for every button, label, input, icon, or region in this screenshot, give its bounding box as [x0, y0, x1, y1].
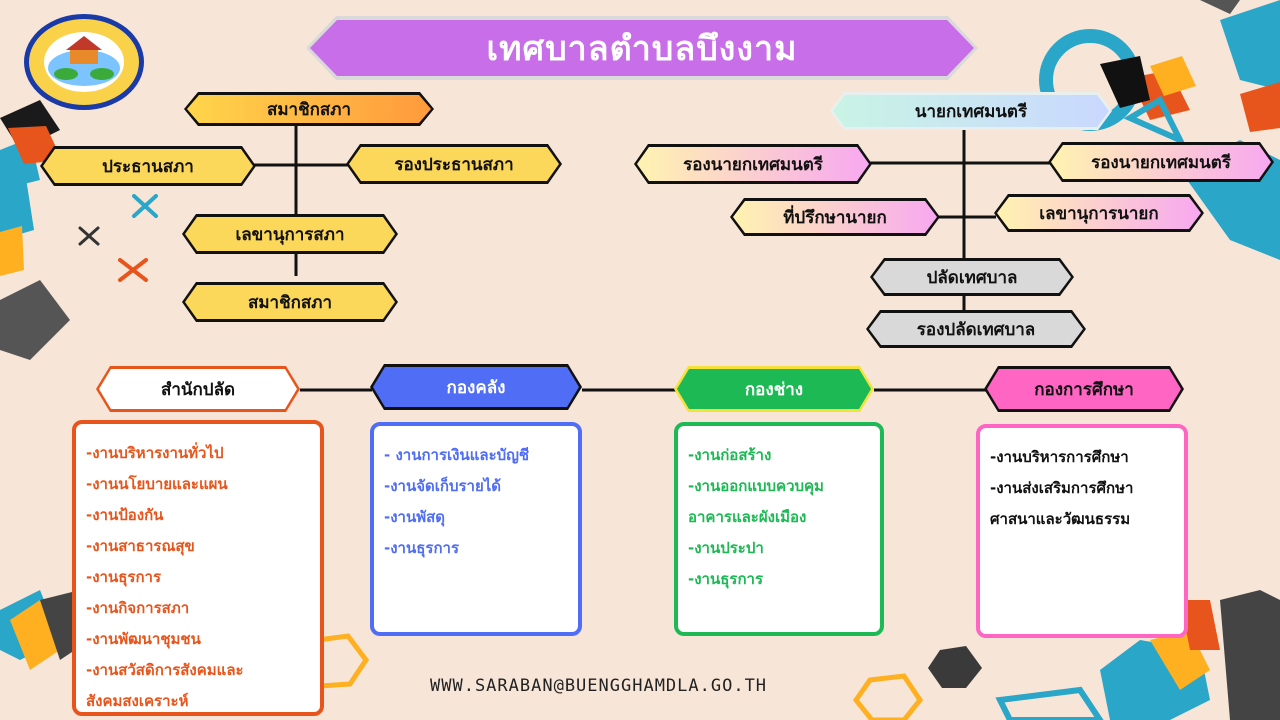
mayor-secretary-label: เลขานุการนายก	[1039, 203, 1159, 224]
dept-header-finance: กองคลัง	[370, 364, 582, 410]
dept-header-education: กองการศึกษา	[984, 366, 1184, 412]
dept-name: กองคลัง	[446, 377, 506, 398]
council-chairman-node: ประธานสภา	[40, 146, 256, 186]
deputy-mayor-left-node: รองนายกเทศมนตรี	[634, 144, 872, 184]
council-chairman-label: ประธานสภา	[102, 156, 194, 177]
list-item: -งานจัดเก็บรายได้	[384, 477, 502, 495]
list-item: -งานธุรการ	[384, 539, 459, 557]
council-secretary-node: เลขานุการสภา	[182, 214, 398, 254]
list-item: อาคารและผังเมือง	[688, 508, 807, 526]
dept-list-office: -งานบริหารงานทั่วไป -งานนโยบายและแผน -งา…	[72, 420, 324, 716]
mayor-label: นายกเทศมนตรี	[914, 101, 1028, 122]
council-head-label: สมาชิกสภา	[266, 99, 352, 120]
list-item: -งานธุรการ	[688, 570, 763, 588]
deputy-mayor-right-label: รองนายกเทศมนตรี	[1091, 152, 1231, 173]
deputy-clerk-label: รองปลัดเทศบาล	[916, 319, 1036, 340]
dept-header-office: สำนักปลัด	[96, 366, 300, 412]
title-banner: เทศบาลตำบลบึงงาม	[306, 16, 978, 80]
list-item: -งานก่อสร้าง	[688, 446, 772, 464]
list-item: สังคมสงเคราะห์	[86, 692, 189, 710]
list-item: -งานออกแบบควบคุม	[688, 477, 824, 495]
list-item: -งานส่งเสริมการศึกษา	[990, 479, 1134, 497]
list-item: -งานประปา	[688, 539, 764, 557]
list-item: -งานนโยบายและแผน	[86, 475, 228, 493]
list-item: -งานสาธารณสุข	[86, 537, 195, 555]
list-item: -งานบริหารงานทั่วไป	[86, 444, 224, 462]
dept-header-engineering: กองช่าง	[674, 366, 874, 412]
list-item: -งานกิจการสภา	[86, 599, 190, 617]
council-secretary-label: เลขานุการสภา	[235, 224, 345, 245]
clerk-node: ปลัดเทศบาล	[870, 258, 1074, 296]
municipality-logo	[24, 14, 144, 110]
deputy-mayor-left-label: รองนายกเทศมนตรี	[683, 154, 823, 175]
dept-name: กองการศึกษา	[1034, 379, 1134, 400]
page-title: เทศบาลตำบลบึงงาม	[486, 29, 798, 69]
deputy-mayor-right-node: รองนายกเทศมนตรี	[1048, 142, 1274, 182]
dept-name: กองช่าง	[744, 379, 804, 400]
council-head-node: สมาชิกสภา	[184, 92, 434, 126]
list-item: -งานธุรการ	[86, 568, 161, 586]
dept-list-finance: - งานการเงินและบัญชี -งานจัดเก็บรายได้ -…	[370, 422, 582, 636]
council-vice-chairman-label: รองประธานสภา	[394, 154, 514, 175]
clerk-label: ปลัดเทศบาล	[926, 267, 1018, 288]
list-item: -งานสวัสดิการสังคมและ	[86, 661, 244, 679]
mayor-secretary-node: เลขานุการนายก	[994, 194, 1204, 232]
advisor-node: ที่ปรึกษานายก	[730, 198, 940, 236]
list-item: - งานการเงินและบัญชี	[384, 446, 530, 464]
council-member-label: สมาชิกสภา	[247, 292, 333, 313]
list-item: -งานบริหารการศึกษา	[990, 448, 1129, 466]
advisor-label: ที่ปรึกษานายก	[783, 207, 887, 228]
dept-list-education: -งานบริหารการศึกษา -งานส่งเสริมการศึกษา …	[976, 424, 1188, 638]
mayor-node: นายกเทศมนตรี	[830, 92, 1112, 130]
dept-name: สำนักปลัด	[160, 379, 236, 400]
list-item: ศาสนาและวัฒนธรรม	[990, 510, 1131, 528]
council-member-node: สมาชิกสภา	[182, 282, 398, 322]
email-address: WWW.SARABAN@BUENGGHAMDLA.GO.TH	[430, 676, 768, 696]
council-vice-chairman-node: รองประธานสภา	[346, 144, 562, 184]
list-item: -งานพัฒนาชุมชน	[86, 630, 201, 648]
dept-list-engineering: -งานก่อสร้าง -งานออกแบบควบคุม อาคารและผั…	[674, 422, 884, 636]
list-item: -งานพัสดุ	[384, 508, 446, 526]
deputy-clerk-node: รองปลัดเทศบาล	[866, 310, 1086, 348]
list-item: -งานป้องกัน	[86, 506, 164, 524]
